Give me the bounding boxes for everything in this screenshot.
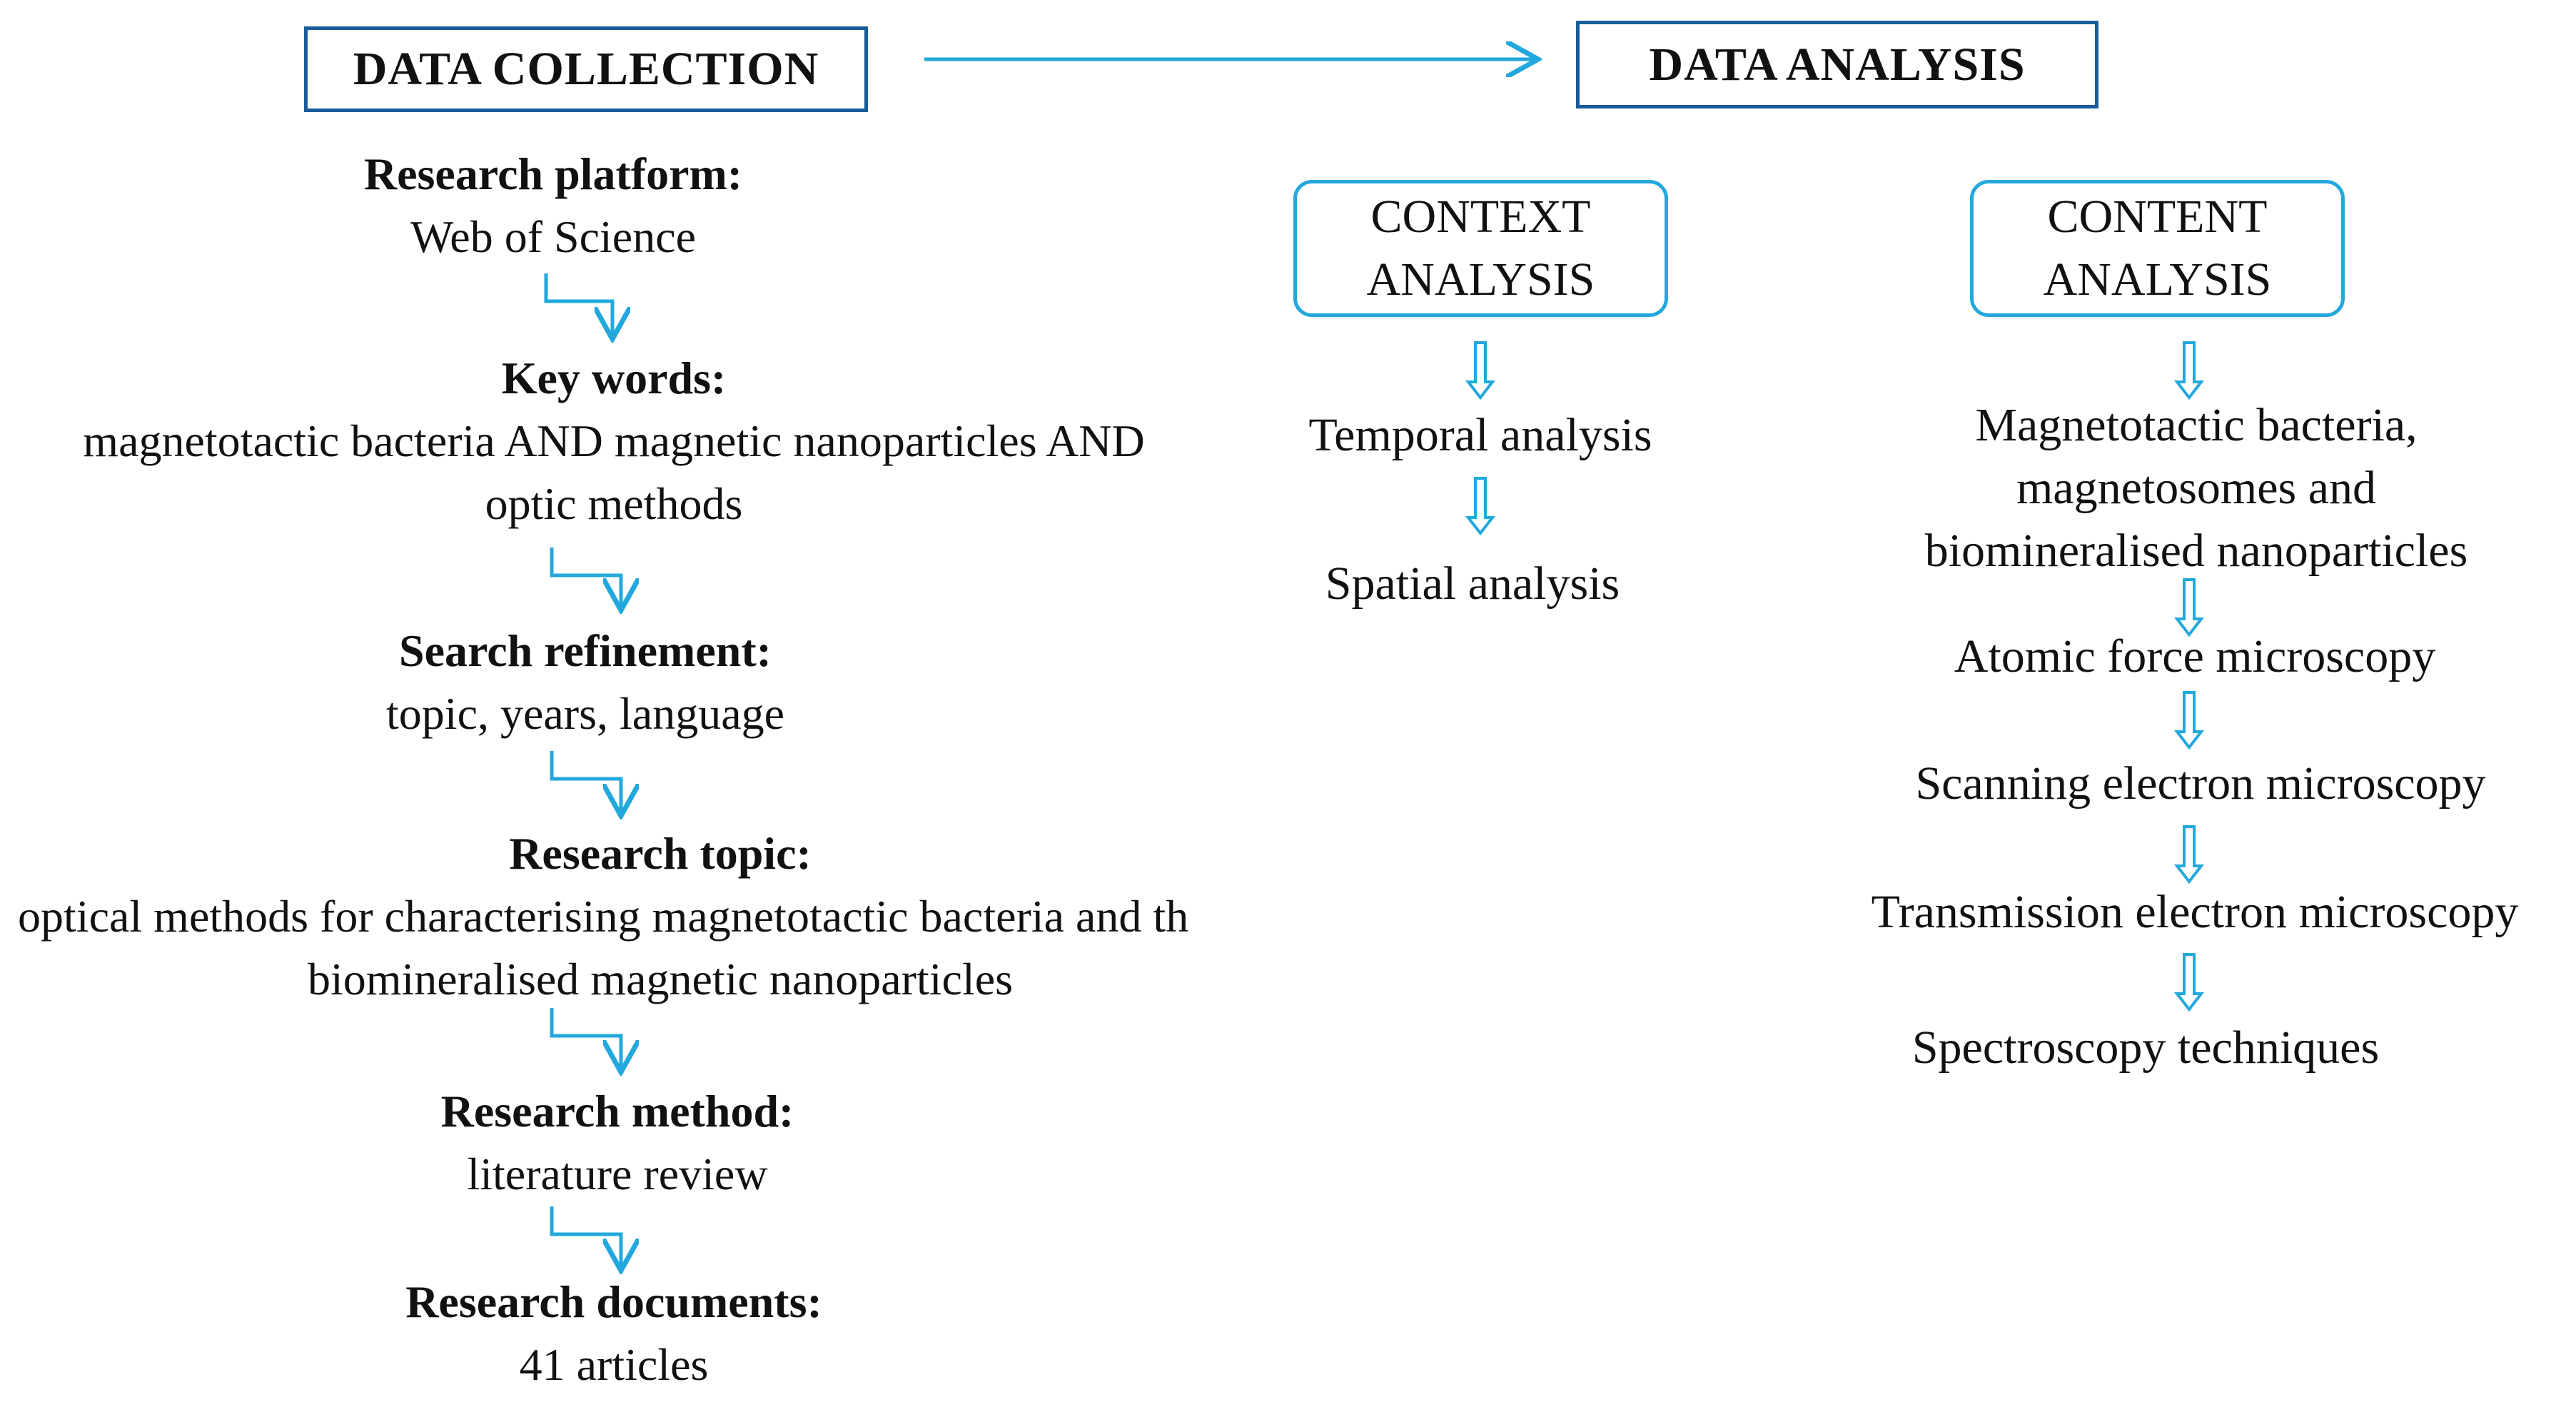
content-down-arrow-2 [2173, 578, 2205, 637]
step-value: optical methods for characterising magne… [18, 891, 1189, 942]
content-down-arrow-5 [2173, 953, 2205, 1012]
data-analysis-header: DATA ANALYSIS [1576, 21, 2098, 109]
content-item-spectroscopy: Spectroscopy techniques [1911, 1022, 2380, 1074]
step-research-platform: Research platform: Web of Science [0, 143, 1106, 268]
step-title: Research documents: [405, 1276, 822, 1327]
step-arrow-2 [550, 548, 621, 607]
spatial-analysis: Spatial analysis [1325, 558, 1620, 610]
step-research-documents: Research documents: 41 articles [0, 1271, 1228, 1396]
step-value: optic methods [485, 478, 743, 529]
context-analysis-box: CONTEXT ANALYSIS [1293, 180, 1668, 317]
content-down-arrow-4 [2173, 825, 2205, 884]
context-down-arrow-1 [1465, 341, 1496, 400]
content-item-afm: Atomic force microscopy [1954, 630, 2436, 682]
content-down-arrow-1 [2173, 341, 2205, 400]
step-value: Web of Science [410, 211, 696, 262]
data-collection-header: DATA COLLECTION [304, 26, 868, 112]
step-value: magnetotactic bacteria AND magnetic nano… [83, 415, 1145, 466]
step-value: biomineralised magnetic nanoparticles [307, 954, 1014, 1004]
context-down-arrow-2 [1465, 477, 1496, 536]
step-title: Research topic: [509, 828, 812, 879]
temporal-analysis: Temporal analysis [1308, 409, 1652, 461]
step-arrow-3 [550, 751, 621, 812]
step-value: topic, years, language [386, 688, 784, 739]
step-value: literature review [467, 1149, 768, 1199]
step-key-words: Key words: magnetotactic bacteria AND ma… [0, 347, 1228, 535]
content-item-bacteria: Magnetotactic bacteria, magnetosomes and… [1924, 399, 2468, 577]
step-title: Research platform: [363, 148, 743, 199]
step-arrow-1 [544, 273, 612, 336]
content-down-arrow-3 [2173, 691, 2205, 750]
step-title: Key words: [501, 353, 727, 403]
step-value: 41 articles [519, 1339, 709, 1390]
content-item-tem: Transmission electron microscopy [1871, 886, 2519, 938]
step-search-refinement: Search refinement: topic, years, languag… [0, 620, 1171, 745]
step-title: Search refinement: [399, 625, 772, 676]
step-research-method: Research method: literature review [0, 1080, 1235, 1206]
step-arrow-4 [550, 1008, 621, 1069]
step-title: Research method: [440, 1086, 794, 1136]
content-item-sem: Scanning electron microscopy [1915, 757, 2486, 810]
content-analysis-box: CONTENT ANALYSIS [1970, 180, 2345, 317]
step-research-topic: Research topic: optical methods for char… [0, 822, 1320, 1011]
step-arrow-5 [550, 1206, 621, 1267]
